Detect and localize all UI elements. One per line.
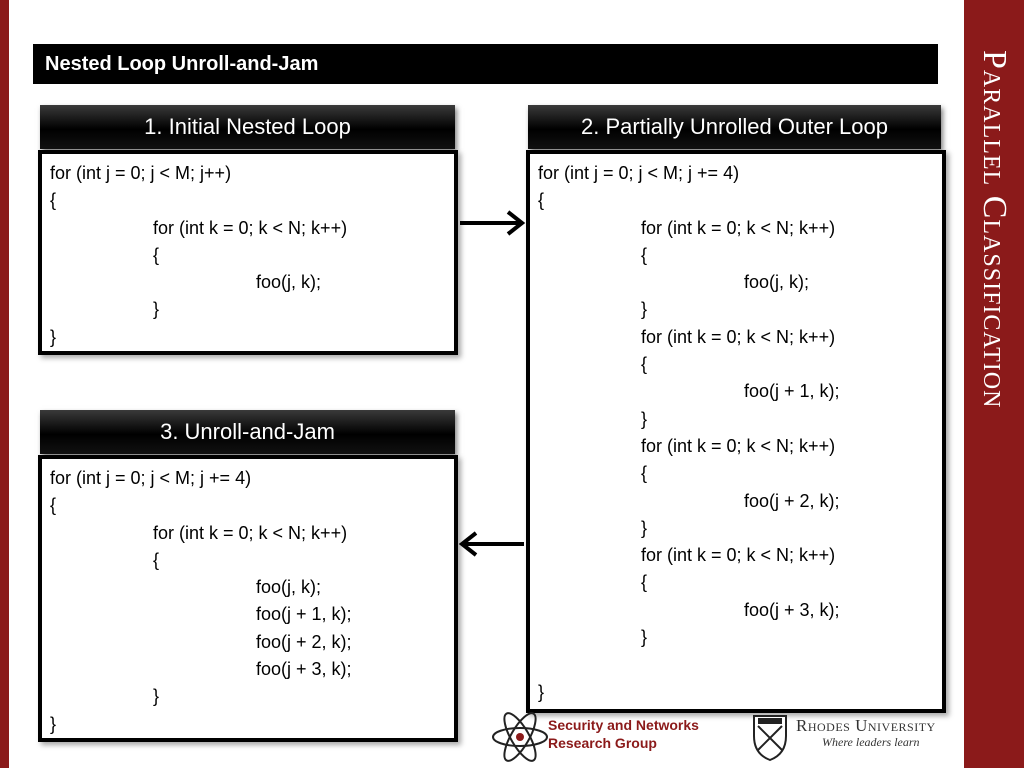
code-line: { — [641, 354, 648, 375]
code-line: } — [153, 299, 160, 320]
left-accent-bar — [0, 0, 9, 768]
code-line: foo(j + 2, k); — [256, 631, 352, 652]
arrow-left-icon — [458, 531, 524, 557]
code-line: for (int k = 0; k < N; k++) — [641, 326, 836, 347]
code-line: for (int k = 0; k < N; k++) — [641, 435, 836, 456]
code-line: for (int k = 0; k < N; k++) — [641, 217, 836, 238]
code-line: { — [153, 244, 160, 265]
box1-code-panel: for (int j = 0; j < M; j++) { for (int k =… — [38, 150, 458, 355]
code-line: foo(j, k); — [744, 272, 810, 293]
code-line: foo(j, k); — [256, 272, 322, 293]
code-line: for (int j = 0; j < M; j++) — [50, 163, 232, 183]
code-line: } — [641, 517, 648, 538]
code-line: for (int j = 0; j < M; j += 4) — [50, 468, 252, 488]
code-line: { — [538, 190, 545, 211]
code-line: } — [50, 326, 57, 347]
code-line: { — [153, 549, 160, 570]
slide-title: Nested Loop Unroll-and-Jam — [33, 44, 938, 84]
code-line: { — [50, 190, 57, 211]
code-line: } — [50, 713, 57, 734]
code-line: { — [641, 572, 648, 593]
arrow-right-icon — [460, 210, 526, 236]
university-crest-icon — [753, 715, 787, 762]
code-line: foo(j + 3, k); — [256, 659, 352, 680]
snrg-logo-text: Security and Networks Research Group — [548, 717, 699, 751]
code-line: { — [641, 463, 648, 484]
code-line: foo(j, k); — [256, 577, 322, 598]
code-line: } — [641, 408, 648, 429]
box2-header: 2. Partially Unrolled Outer Loop — [528, 105, 941, 149]
code-line: for (int k = 0; k < N; k++) — [153, 522, 348, 543]
code-line: foo(j + 3, k); — [744, 599, 840, 620]
box3-code-panel: for (int j = 0; j < M; j += 4) { for (int … — [38, 455, 458, 742]
section-title: Parallel Classification — [976, 50, 1013, 409]
box3-header: 3. Unroll-and-Jam — [40, 410, 455, 454]
code-line: for (int k = 0; k < N; k++) — [153, 217, 348, 238]
code-line: } — [153, 686, 160, 707]
box2-code-panel: for (int j = 0; j < M; j += 4) { for (int … — [526, 150, 946, 713]
box1-header: 1. Initial Nested Loop — [40, 105, 455, 149]
code-line: foo(j + 1, k); — [256, 604, 352, 625]
code-line: } — [641, 627, 648, 648]
code-line: } — [538, 681, 545, 702]
code-line: for (int k = 0; k < N; k++) — [641, 545, 836, 566]
code-line — [538, 651, 942, 678]
right-accent-bar — [964, 0, 1024, 768]
university-tagline: Where leaders learn — [822, 735, 920, 749]
atom-logo-icon — [492, 712, 548, 762]
code-line: foo(j + 1, k); — [744, 381, 840, 402]
code-line: } — [641, 299, 648, 320]
university-name: Rhodes University — [796, 716, 936, 735]
code-line: { — [50, 495, 57, 516]
code-line: for (int j = 0; j < M; j += 4) — [538, 163, 740, 183]
code-line: { — [641, 244, 648, 265]
code-line: foo(j + 2, k); — [744, 490, 840, 511]
